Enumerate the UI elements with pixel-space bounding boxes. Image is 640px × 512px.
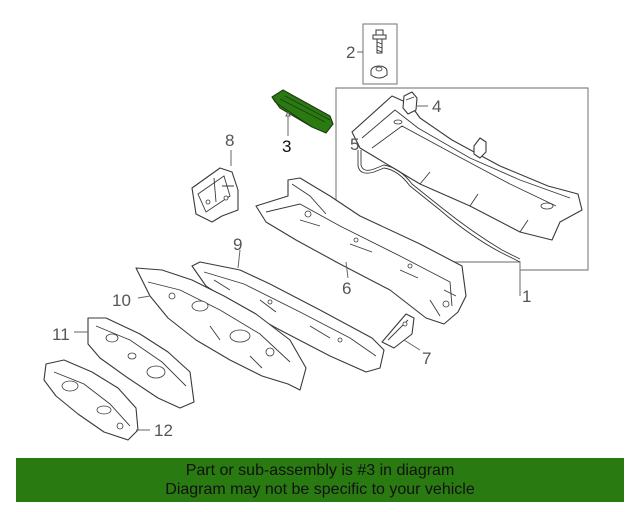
clip-nut-icon [370,65,388,79]
part-6-upper-panel [255,177,467,325]
callout-1: 1 [522,287,531,306]
callout-labels: 1 2 3 4 5 6 7 8 9 10 11 12 [52,43,531,440]
part-7-bracket [381,313,415,349]
callout-2: 2 [346,43,355,62]
callout-5: 5 [350,135,359,154]
callout-9: 9 [233,235,242,254]
part-2-box [362,23,398,85]
part-10-dash-panel [135,267,307,391]
banner-line-1: Part or sub-assembly is #3 in diagram [185,462,455,479]
parts-diagram: 1 2 3 4 5 6 7 8 9 10 11 12 [43,23,589,441]
callout-11: 11 [52,325,70,344]
callout-7: 7 [422,349,431,368]
callout-10: 10 [112,291,131,310]
part-12-lower-insulator [43,359,139,441]
info-banner: Part or sub-assembly is #3 in diagram Di… [16,458,624,502]
banner-line-2: Diagram may not be specific to your vehi… [165,481,475,498]
part-8-bracket [191,167,239,223]
callout-6: 6 [342,279,351,298]
part-1-cowl-panel [351,91,583,241]
part-11-insulator [87,317,195,409]
part-3-highlighted [271,89,334,134]
callout-4: 4 [432,97,441,116]
callout-8: 8 [225,131,234,150]
leader-lines [74,51,521,431]
bolt-icon [372,29,387,54]
part-4-clip [402,91,418,115]
callout-3: 3 [282,137,291,156]
part-5-seal [357,150,521,263]
callout-12: 12 [154,421,173,440]
